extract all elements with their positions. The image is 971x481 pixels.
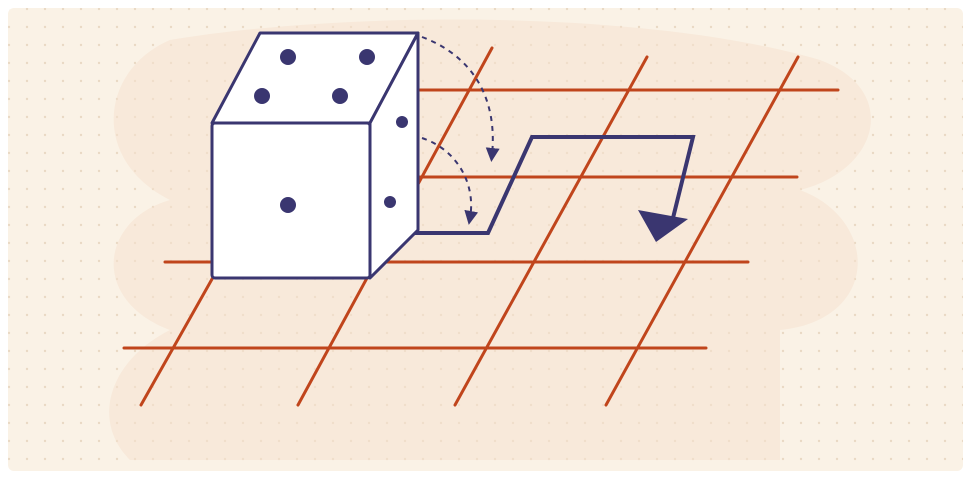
roll-arrow-upper xyxy=(421,36,500,162)
path-arrow-icon xyxy=(638,210,688,242)
grid-line-slanted-3 xyxy=(453,55,649,407)
grid-line-slanted-1 xyxy=(139,270,218,407)
dice-pip-right-1 xyxy=(396,116,408,128)
dice-icon xyxy=(210,31,420,280)
dice-pip-top-4 xyxy=(332,88,348,104)
dice-pip-top-1 xyxy=(280,49,296,65)
dice-pip-top-2 xyxy=(359,49,375,65)
roll-arrow-lower xyxy=(421,137,479,225)
dice-pip-front-1 xyxy=(280,197,296,213)
movement-path xyxy=(400,135,696,242)
grid-line-slanted-4 xyxy=(604,55,800,407)
path-line xyxy=(400,135,696,235)
grid xyxy=(122,46,840,407)
dice-pip-right-2 xyxy=(384,196,396,208)
dice-pip-top-3 xyxy=(254,88,270,104)
roll-arrow-icon xyxy=(421,36,500,225)
